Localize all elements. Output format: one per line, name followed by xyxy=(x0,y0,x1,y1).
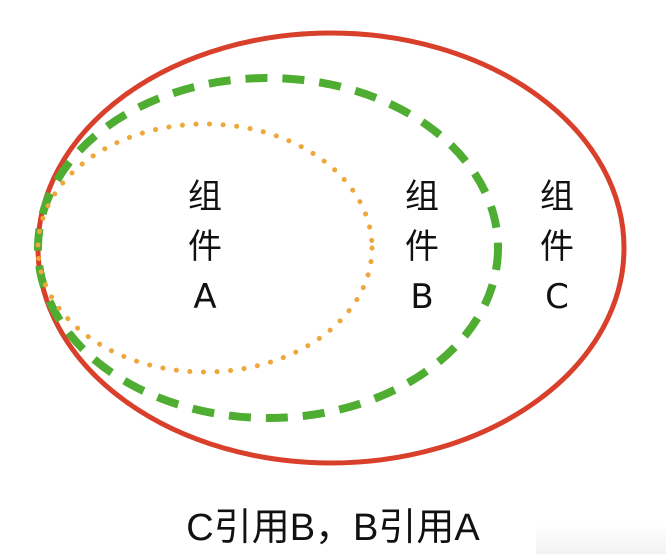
component-b-label: 组 件 B xyxy=(397,172,447,322)
component-a-label: 组 件 A xyxy=(180,172,230,322)
component-a-label-line1: 组 xyxy=(188,177,222,217)
component-b-dashed-ellipse xyxy=(34,74,502,422)
component-c-label-line3: C xyxy=(545,277,569,317)
component-b-label-line1: 组 xyxy=(405,177,439,217)
component-a-label-line2: 件 xyxy=(188,227,222,267)
diagram-caption: C引用B，B引用A xyxy=(186,507,480,549)
component-c-label-line2: 件 xyxy=(540,227,574,267)
component-c-label-line1: 组 xyxy=(540,177,574,217)
component-b-label-line2: 件 xyxy=(405,227,439,267)
component-c-label: 组 件 C xyxy=(532,172,582,322)
component-a-label-line3: A xyxy=(193,277,217,317)
component-b-label-line3: B xyxy=(410,277,434,317)
component-a-dotted-ellipse xyxy=(35,121,375,375)
corner-shading xyxy=(536,524,666,554)
